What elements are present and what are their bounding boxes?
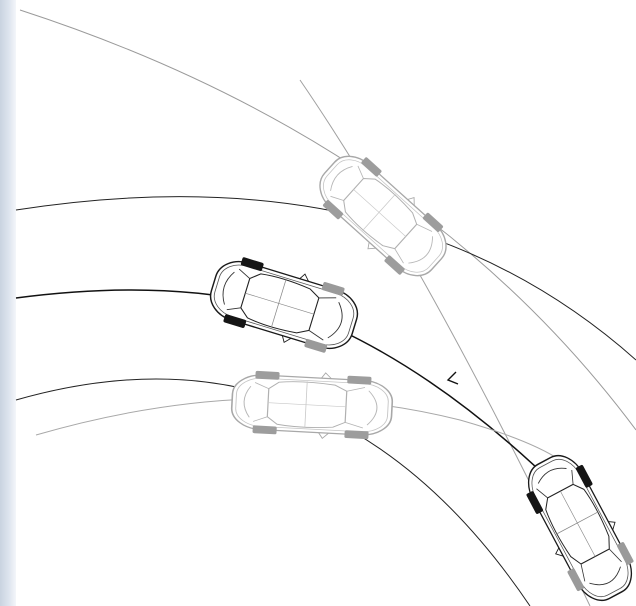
car-middle xyxy=(203,249,365,360)
car-upper-right xyxy=(306,142,459,290)
car-bottom-right xyxy=(515,445,636,606)
outer-light-arc xyxy=(20,10,636,430)
chevron-left-icon xyxy=(448,372,458,384)
car-lower-left xyxy=(230,368,393,442)
